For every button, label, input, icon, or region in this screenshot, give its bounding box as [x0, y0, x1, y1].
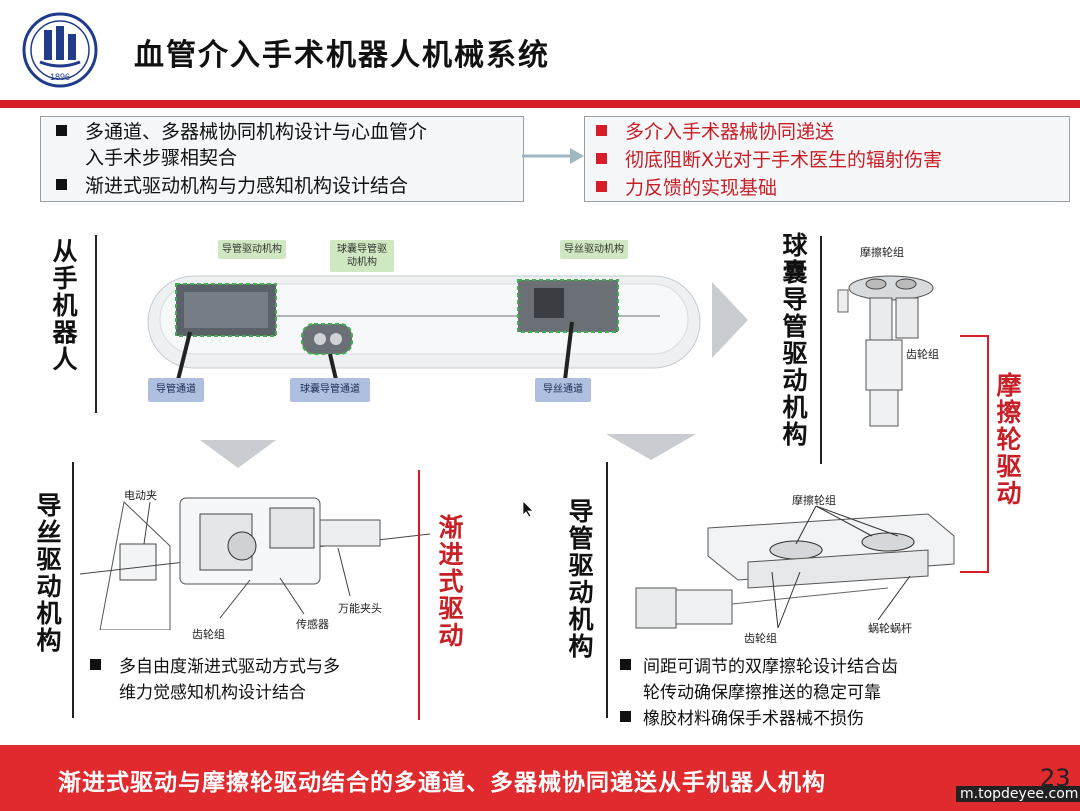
- side-label-progressive-drive: 渐进式驱动: [435, 514, 464, 649]
- section-label-balloon-drive: 球囊导管驱动机构: [779, 232, 808, 448]
- label-guidewire-drive: 导丝驱动机构: [560, 240, 628, 259]
- divider-line-red: [418, 470, 420, 720]
- bullet-right-2: 彻底阻断X光对于手术医生的辐射伤害: [596, 146, 942, 174]
- catheter-drive-diagram: [635, 506, 955, 629]
- svg-text:1896: 1896: [50, 72, 70, 82]
- label-sensor: 传感器: [296, 618, 329, 631]
- label-catheter-channel: 导管通道: [148, 378, 204, 402]
- label-catheter-drive: 导管驱动机构: [218, 240, 286, 259]
- bullet-square-icon: [56, 125, 67, 136]
- bullet-square-icon: [90, 659, 101, 670]
- label-balloon-channel: 球囊导管通道: [290, 378, 370, 402]
- section-label-slave-robot: 从手机器人: [49, 238, 78, 373]
- bullet-left-2: 渐进式驱动机构与力感知机构设计结合: [56, 172, 408, 200]
- watermark: m.topdeyee.com: [956, 786, 1080, 802]
- section-label-catheter-drive: 导管驱动机构: [565, 498, 594, 660]
- bracket-line: [960, 335, 989, 573]
- mouse-cursor-icon: [522, 500, 534, 518]
- guidewire-bullet: 多自由度渐进式驱动方式与多: [90, 654, 340, 680]
- guidewire-bullet-cont: 维力觉感知机构设计结合: [119, 683, 306, 703]
- divider-line: [95, 235, 97, 413]
- catheter-bullet-1-cont: 轮传动确保摩擦推送的稳定可靠: [643, 683, 881, 703]
- bullet-right-1: 多介入手术器械协同递送: [596, 118, 834, 146]
- label-gear-set: 齿轮组: [192, 628, 225, 641]
- page-title: 血管介入手术机器人机械系统: [134, 38, 550, 73]
- divider-line: [820, 236, 822, 464]
- label-friction-wheel: 摩擦轮组: [792, 494, 836, 507]
- catheter-bullet-1: 间距可调节的双摩擦轮设计结合齿: [620, 654, 898, 680]
- label-balloon-drive: 球囊导管驱动机构: [330, 240, 394, 272]
- bullet-square-icon: [620, 659, 631, 670]
- bullet-square-icon: [596, 125, 607, 136]
- features-box-left: [40, 116, 524, 202]
- chevron-down-icon: [200, 440, 276, 468]
- divider-line: [72, 462, 74, 718]
- bullet-left-1-cont: 入手术步骤相契合: [85, 147, 238, 169]
- section-label-guidewire-drive: 导丝驱动机构: [33, 492, 62, 654]
- divider-line: [606, 462, 608, 718]
- chevron-right-icon: [712, 282, 748, 358]
- label-friction-wheel: 摩擦轮组: [860, 246, 904, 259]
- slave-robot-diagram: [147, 275, 701, 382]
- right-arrow-icon: [522, 148, 584, 164]
- bullet-square-icon: [56, 179, 67, 190]
- university-logo-icon: 1896: [22, 12, 98, 88]
- label-worm-gear: 蜗轮蜗杆: [868, 622, 912, 635]
- guidewire-drive-diagram: [80, 497, 430, 630]
- bullet-left-1: 多通道、多器械协同机构设计与心血管介: [56, 118, 427, 146]
- header-divider: [0, 100, 1080, 108]
- label-gear-set: 齿轮组: [744, 632, 777, 645]
- bullet-square-icon: [620, 711, 631, 722]
- label-guidewire-channel: 导丝通道: [535, 378, 591, 402]
- footer-banner: [0, 745, 1080, 811]
- chevron-down-icon: [606, 434, 696, 460]
- footer-summary: 渐进式驱动与摩擦轮驱动结合的多通道、多器械协同递送从手机器人机构: [58, 770, 826, 796]
- bullet-square-icon: [596, 181, 607, 192]
- label-electric-clamp: 电动夹: [124, 489, 157, 502]
- features-box-right: [584, 116, 1070, 202]
- bullet-square-icon: [596, 153, 607, 164]
- bullet-right-3: 力反馈的实现基础: [596, 174, 777, 202]
- label-gear-set: 齿轮组: [906, 348, 939, 361]
- slide-header: [0, 0, 1080, 100]
- catheter-bullet-2: 橡胶材料确保手术器械不损伤: [620, 706, 864, 732]
- side-label-friction-drive: 摩擦轮驱动: [993, 372, 1022, 507]
- label-universal-chuck: 万能夹头: [338, 602, 382, 615]
- balloon-drive-diagram: [837, 275, 934, 427]
